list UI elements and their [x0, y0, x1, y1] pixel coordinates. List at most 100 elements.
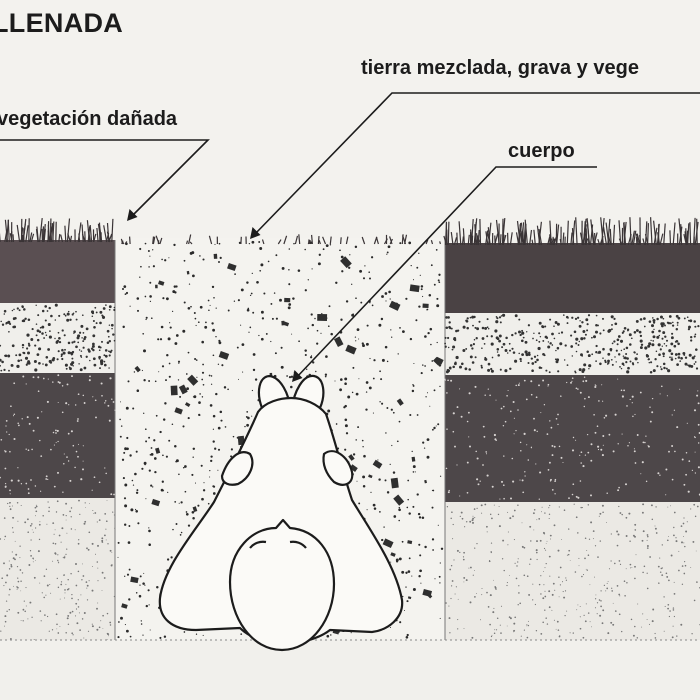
soil-speck	[219, 243, 221, 245]
soil-speck	[97, 545, 99, 547]
soil-speck	[47, 501, 48, 502]
soil-speck	[418, 513, 420, 515]
soil-speck	[22, 347, 24, 349]
soil-speck	[318, 262, 321, 265]
soil-speck	[652, 519, 653, 520]
soil-speck	[446, 468, 448, 470]
soil-speck	[50, 315, 53, 318]
soil-speck	[390, 627, 391, 628]
soil-speck	[439, 386, 440, 387]
soil-speck	[535, 463, 536, 464]
soil-speck	[513, 630, 515, 632]
soil-speck	[524, 433, 526, 435]
soil-speck	[521, 339, 524, 342]
soil-speck	[150, 629, 151, 630]
soil-speck	[272, 318, 274, 320]
soil-speck	[461, 512, 463, 514]
soil-speck	[649, 362, 651, 364]
soil-speck	[298, 340, 300, 342]
soil-speck	[535, 604, 536, 605]
soil-speck	[536, 339, 538, 341]
soil-speck	[678, 353, 681, 356]
soil-speck	[636, 554, 637, 555]
soil-speck	[462, 518, 464, 520]
soil-speck	[578, 344, 580, 346]
soil-speck	[199, 393, 201, 395]
soil-speck	[263, 292, 265, 294]
soil-speck	[101, 537, 103, 539]
soil-speck	[663, 363, 666, 366]
soil-speck	[439, 576, 441, 578]
soil-speck	[58, 587, 59, 588]
soil-speck	[325, 374, 327, 376]
soil-speck	[551, 445, 553, 447]
soil-speck	[286, 375, 288, 377]
soil-speck	[583, 337, 585, 339]
soil-speck	[373, 359, 375, 361]
soil-speck	[92, 396, 93, 397]
soil-speck	[661, 368, 663, 370]
soil-speck	[358, 378, 359, 379]
soil-speck	[500, 625, 501, 626]
soil-speck	[537, 431, 538, 432]
soil-speck	[468, 436, 469, 437]
soil-speck	[590, 584, 591, 585]
soil-speck	[152, 249, 153, 250]
soil-speck	[260, 263, 263, 266]
soil-speck	[347, 396, 350, 399]
soil-speck	[213, 297, 215, 299]
soil-speck	[540, 593, 541, 594]
soil-speck	[75, 603, 77, 605]
soil-speck	[693, 320, 696, 323]
soil-speck	[533, 418, 535, 420]
soil-speck	[275, 352, 277, 354]
soil-speck	[73, 341, 75, 343]
soil-speck	[671, 445, 673, 447]
soil-speck	[419, 516, 421, 518]
soil-speck	[409, 557, 411, 559]
soil-speck	[484, 394, 485, 395]
soil-speck	[101, 382, 103, 384]
soil-speck	[580, 337, 583, 340]
soil-speck	[139, 584, 140, 585]
soil-speck	[562, 581, 563, 582]
soil-speck	[470, 567, 472, 569]
soil-speck	[688, 326, 691, 329]
soil-speck	[611, 590, 613, 592]
gravel-chunk	[171, 386, 178, 396]
soil-speck	[453, 337, 456, 340]
soil-speck	[120, 401, 121, 402]
soil-speck	[528, 459, 530, 461]
soil-speck	[644, 326, 646, 328]
soil-speck	[674, 593, 676, 595]
soil-speck	[78, 393, 80, 395]
soil-speck	[438, 281, 440, 283]
soil-speck	[281, 366, 284, 369]
soil-speck	[602, 622, 604, 624]
soil-speck	[20, 591, 21, 592]
soil-speck	[374, 507, 377, 510]
soil-speck	[685, 474, 687, 476]
soil-speck	[334, 380, 335, 381]
soil-speck	[393, 412, 395, 414]
soil-speck	[178, 474, 180, 476]
soil-speck	[408, 570, 411, 573]
soil-speck	[618, 443, 619, 444]
soil-speck	[634, 450, 636, 452]
soil-speck	[499, 499, 500, 500]
soil-speck	[9, 490, 11, 492]
soil-speck	[587, 452, 589, 454]
soil-speck	[49, 336, 52, 339]
soil-speck	[564, 359, 565, 360]
soil-speck	[43, 597, 45, 599]
soil-speck	[641, 344, 643, 346]
soil-speck	[211, 375, 213, 377]
soil-speck	[352, 367, 354, 369]
soil-speck	[369, 277, 371, 279]
soil-speck	[549, 319, 551, 321]
soil-speck	[511, 334, 513, 336]
soil-speck	[198, 321, 200, 323]
soil-speck	[463, 581, 464, 582]
soil-speck	[251, 416, 252, 417]
soil-speck	[345, 419, 348, 422]
